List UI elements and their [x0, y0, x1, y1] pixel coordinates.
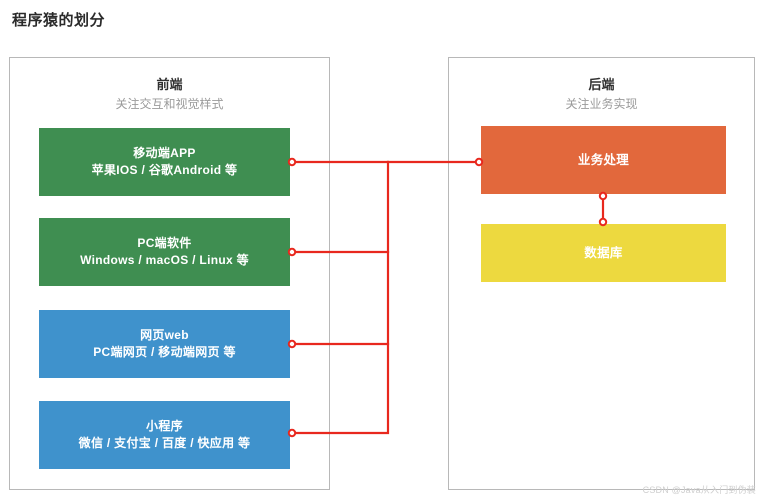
page-title: 程序猿的划分: [12, 12, 106, 29]
panel-backend-subtitle: 关注业务实现: [565, 97, 638, 111]
panel-frontend-title: 前端: [156, 77, 183, 92]
node-web-subtitle: PC端网页 / 移动端网页 等: [93, 345, 236, 359]
node-web-title: 网页web: [140, 327, 189, 342]
node-miniprogram-subtitle: 微信 / 支付宝 / 百度 / 快应用 等: [78, 436, 251, 450]
node-business-processing-title: 业务处理: [577, 152, 630, 167]
node-mobile-app-title: 移动端APP: [133, 145, 196, 160]
node-pc-software-title: PC端软件: [137, 235, 192, 250]
node-mobile-app-subtitle: 苹果IOS / 谷歌Android 等: [91, 163, 238, 177]
node-database-title: 数据库: [584, 245, 623, 260]
node-business-processing[interactable]: 业务处理: [481, 126, 726, 194]
node-web[interactable]: 网页web PC端网页 / 移动端网页 等: [39, 310, 290, 378]
node-mobile-app[interactable]: 移动端APP 苹果IOS / 谷歌Android 等: [39, 128, 290, 196]
node-pc-software-subtitle: Windows / macOS / Linux 等: [80, 253, 249, 267]
node-database[interactable]: 数据库: [481, 224, 726, 282]
node-miniprogram[interactable]: 小程序 微信 / 支付宝 / 百度 / 快应用 等: [39, 401, 290, 469]
node-pc-software[interactable]: PC端软件 Windows / macOS / Linux 等: [39, 218, 290, 286]
watermark: CSDN @Java从入门到伪装: [642, 485, 756, 495]
node-miniprogram-title: 小程序: [146, 418, 183, 433]
panel-backend-title: 后端: [588, 77, 615, 92]
panel-frontend-subtitle: 关注交互和视觉样式: [115, 97, 224, 111]
